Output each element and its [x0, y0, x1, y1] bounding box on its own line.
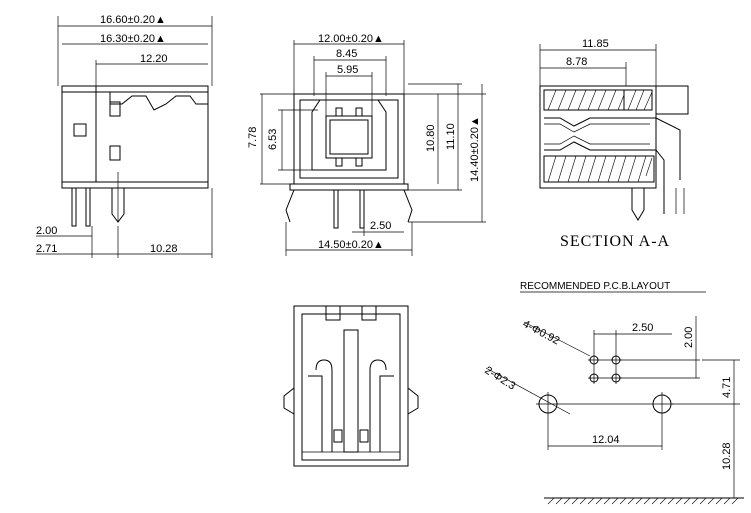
pcb-post-y-label: 4.71 [721, 377, 733, 398]
section-view: 11.85 8.78 SECTION A-A [539, 38, 689, 250]
side-view: 16.60±0.20▲ 16.30±0.20▲ 12.20 2.00 2. [36, 14, 213, 258]
side-post-offset-label: 10.28 [150, 243, 178, 255]
pcb-post-holes-label: 2-Φ2.3 [482, 364, 517, 392]
front-tongue-width-label: 5.95 [337, 64, 358, 76]
front-opening-height-label: 7.78 [247, 127, 259, 148]
side-pin-pitch-label: 2.00 [36, 225, 57, 237]
side-overall-width-label: 16.60±0.20▲ [100, 14, 166, 26]
pcb-signal-holes-label: 4-Φ0.92 [521, 318, 562, 347]
front-shell-width-label: 12.00±0.20▲ [318, 33, 384, 45]
side-pin-offset-label: 2.71 [36, 243, 57, 255]
front-tongue-height-label: 6.53 [267, 129, 279, 150]
front-overall-width-label: 14.50±0.20▲ [318, 239, 384, 251]
pcb-pitch-y-label: 2.00 [683, 327, 695, 348]
side-body-width-label: 16.30±0.20▲ [100, 33, 166, 45]
section-length-b-label: 8.78 [566, 56, 587, 68]
front-shell-height-label: 11.10 [445, 123, 457, 150]
front-opening-width-label: 8.45 [336, 48, 357, 60]
pcb-edge-distance-label: 10.28 [721, 442, 733, 470]
section-length-a-label: 11.85 [582, 38, 609, 50]
front-overall-height-label: 14.40±0.20▲ [469, 116, 481, 182]
bottom-view [283, 305, 419, 467]
front-view: 12.00±0.20▲ 8.45 5.95 7.78 [247, 33, 486, 256]
side-depth-label: 12.20 [140, 53, 168, 65]
front-body-height-label: 10.80 [425, 124, 437, 152]
section-title: SECTION A-A [560, 233, 670, 250]
front-pin-pitch-label: 2.50 [370, 220, 391, 232]
pcb-title: RECOMMENDED P.C.B.LAYOUT [520, 281, 670, 292]
pcb-layout: RECOMMENDED P.C.B.LAYOUT 4-Φ0.92 2-Φ2.3 … [482, 281, 744, 505]
pcb-pitch-x-label: 2.50 [632, 322, 653, 334]
pcb-post-spacing-label: 12.04 [592, 434, 620, 446]
